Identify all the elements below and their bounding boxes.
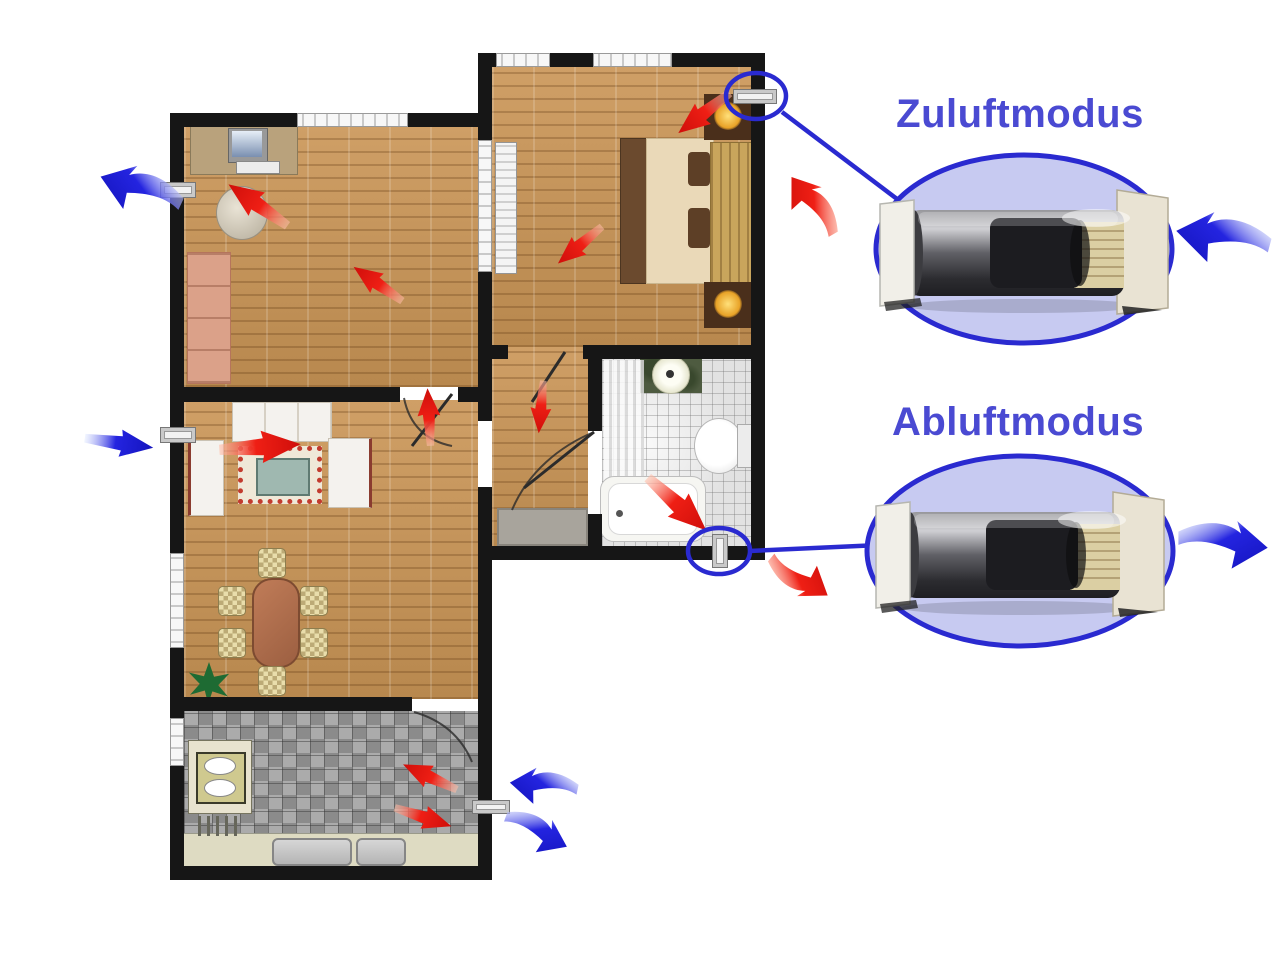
kitchen-radiator xyxy=(198,816,242,836)
exhaust-mode-label: Abluftmodus xyxy=(891,400,1145,444)
bed-pillow xyxy=(688,208,710,248)
wall-vent-living xyxy=(160,427,196,443)
callout-supply-mode xyxy=(873,152,1175,346)
wall xyxy=(458,387,478,402)
keyboard xyxy=(236,161,280,174)
lamp-glow xyxy=(714,290,742,318)
window xyxy=(170,553,184,648)
window xyxy=(478,140,492,272)
shower-area xyxy=(604,360,644,480)
window xyxy=(593,53,672,67)
bath-basin-drain xyxy=(666,370,674,378)
wall xyxy=(478,546,765,560)
supply-mode-label: Zuluftmodus xyxy=(896,92,1144,136)
wall xyxy=(478,401,492,421)
stove-burner xyxy=(204,779,236,797)
armchair-right xyxy=(328,438,372,508)
wall xyxy=(170,866,492,880)
dining-chair xyxy=(218,586,246,616)
wall xyxy=(751,360,765,560)
exhaust-air-arrows xyxy=(218,82,845,838)
dining-table xyxy=(252,578,300,668)
wall-vent-bathroom xyxy=(712,534,728,568)
wall xyxy=(583,345,765,359)
monitor-screen xyxy=(232,131,262,157)
dining-chair xyxy=(218,628,246,658)
kitchen-sink xyxy=(272,838,352,866)
dining-chair xyxy=(300,586,328,616)
bed-headboard xyxy=(710,142,753,284)
office-sofa xyxy=(187,252,231,384)
window xyxy=(496,53,550,67)
wall xyxy=(588,514,602,546)
kitchen-sink xyxy=(356,838,406,866)
wall xyxy=(478,345,508,359)
vent-highlight-circle xyxy=(685,525,753,577)
dining-chair xyxy=(258,548,286,578)
callout-connectors xyxy=(685,70,907,577)
toilet-bowl xyxy=(694,418,744,474)
callout-exhaust-mode xyxy=(864,453,1176,649)
vent-highlight-circle xyxy=(723,70,789,122)
sofa-left xyxy=(188,440,224,516)
wall xyxy=(170,697,412,711)
wall xyxy=(170,387,400,402)
wall xyxy=(588,359,602,431)
wall-vent-bedroom xyxy=(733,89,777,104)
window xyxy=(297,113,408,127)
bed-pillow xyxy=(688,152,710,186)
wall xyxy=(478,487,492,560)
window xyxy=(170,718,184,766)
sofa-top xyxy=(232,402,332,442)
bedroom-window-radiator xyxy=(495,142,517,274)
wall xyxy=(170,113,184,880)
dining-chair xyxy=(258,666,286,696)
coffee-table xyxy=(256,458,310,496)
bathtub-drain xyxy=(616,510,623,517)
wall xyxy=(751,53,765,360)
stove-burner xyxy=(204,757,236,775)
doormat xyxy=(497,508,588,546)
wall-vent-kitchen xyxy=(472,800,510,814)
dining-chair xyxy=(300,628,328,658)
